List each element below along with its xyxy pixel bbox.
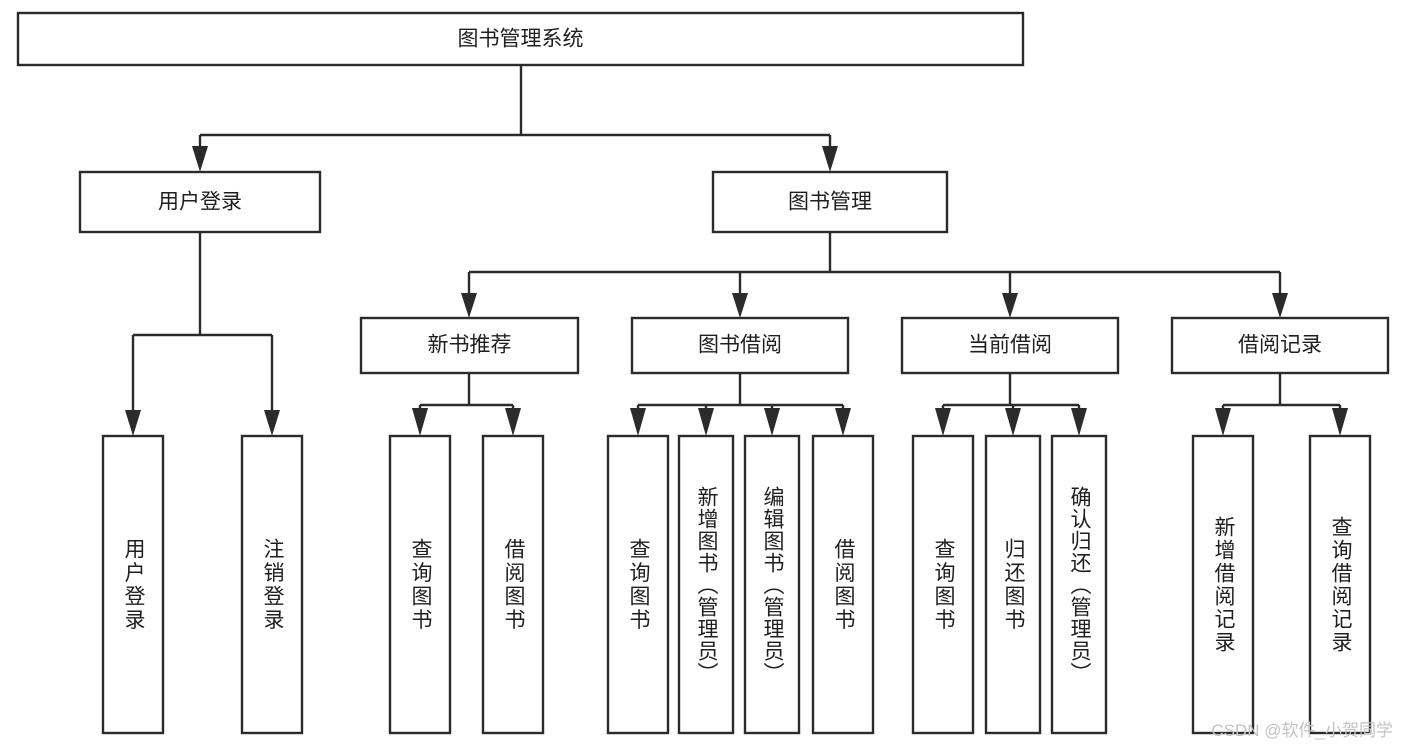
node-borrow-record-label: 借阅记录 (1238, 334, 1322, 357)
leaf-return-book-text-area: 归还图书 (1002, 537, 1025, 632)
arrow-to-leaf-user-logout (264, 410, 280, 436)
leaf-add-borrow-record[interactable]: 新增借阅记录 (1191, 434, 1255, 735)
node-book-management-label: 图书管理 (788, 191, 872, 214)
node-borrow-record-box[interactable] (1170, 316, 1390, 375)
arrow-to-leaf-query-borrow-record (1332, 408, 1348, 436)
node-new-book-recommend-box[interactable] (359, 316, 580, 375)
leaf-query-book-rec-text-area: 查询图书 (409, 537, 432, 632)
arrow-to-leaf-query-book-rec (412, 408, 428, 436)
leaf-confirm-return-box[interactable] (1050, 434, 1108, 735)
leaf-confirm-return-text-area: 确认归还（管理员） (1068, 485, 1091, 684)
leaf-query-book-borrow[interactable]: 查询图书 (606, 434, 670, 735)
node-new-book-recommend[interactable]: 新书推荐 (359, 316, 580, 375)
leaf-edit-book[interactable]: 编辑图书（管理员） (743, 434, 801, 735)
arrow-to-leaf-confirm-return (1071, 408, 1087, 436)
node-user-login-box[interactable] (78, 170, 322, 234)
leaf-confirm-return-label: 确认归还（管理员） (1068, 485, 1091, 684)
leaf-user-logout-box[interactable] (240, 434, 304, 735)
node-book-borrow-label: 图书借阅 (698, 334, 782, 357)
leaf-query-book-rec-box[interactable] (388, 434, 452, 735)
leaf-return-book-label: 归还图书 (1002, 537, 1025, 632)
connector-layer (125, 65, 1348, 436)
leaf-query-book-current[interactable]: 查询图书 (911, 434, 975, 735)
leaf-borrow-book-rec-text-area: 借阅图书 (502, 537, 525, 632)
leaf-user-login-text-area: 用户登录 (122, 537, 145, 632)
arrow-to-leaf-query-book-borrow (630, 408, 646, 436)
arrow-to-leaf-borrow-book (835, 408, 851, 436)
node-book-management[interactable]: 图书管理 (711, 170, 949, 234)
leaf-borrow-book[interactable]: 借阅图书 (811, 434, 875, 735)
leaf-user-login-label: 用户登录 (122, 537, 145, 632)
leaf-user-logout[interactable]: 注销登录 (240, 434, 304, 735)
arrow-to-new-book-recommend (461, 293, 477, 318)
leaf-borrow-book-rec[interactable]: 借阅图书 (481, 434, 545, 735)
node-root-label: 图书管理系统 (458, 28, 584, 51)
leaf-borrow-book-label: 借阅图书 (832, 537, 855, 632)
node-borrow-record[interactable]: 借阅记录 (1170, 316, 1390, 375)
arrow-to-borrow-record (1272, 293, 1288, 318)
csdn-watermark: CSDN @软件_小贺同学 (1211, 721, 1393, 740)
arrow-to-leaf-edit-book (764, 408, 780, 436)
arrow-to-current-borrow (1002, 293, 1018, 318)
arrow-to-leaf-query-book-current (935, 408, 951, 436)
arrow-to-leaf-add-borrow-record (1215, 408, 1231, 436)
leaf-return-book[interactable]: 归还图书 (984, 434, 1042, 735)
node-book-borrow-box[interactable] (630, 316, 850, 375)
node-book-management-box[interactable] (711, 170, 949, 234)
arrow-to-leaf-user-login (125, 410, 141, 436)
node-new-book-recommend-label: 新书推荐 (428, 334, 512, 357)
leaf-borrow-book-box[interactable] (811, 434, 875, 735)
leaf-query-borrow-record-box[interactable] (1308, 434, 1372, 735)
arrow-to-leaf-return-book (1005, 408, 1021, 436)
leaf-query-borrow-record[interactable]: 查询借阅记录 (1308, 434, 1372, 735)
leaf-query-book-borrow-label: 查询图书 (627, 537, 650, 632)
node-root[interactable]: 图书管理系统 (16, 11, 1025, 67)
leaf-query-book-current-text-area: 查询图书 (932, 537, 955, 632)
node-user-login-label: 用户登录 (158, 191, 242, 214)
leaf-user-login-box[interactable] (101, 434, 165, 735)
leaf-add-book-text-area: 新增图书（管理员） (695, 485, 718, 684)
leaf-add-borrow-record-box[interactable] (1191, 434, 1255, 735)
arrow-to-leaf-add-book (698, 408, 714, 436)
leaf-query-book-current-box[interactable] (911, 434, 975, 735)
leaf-edit-book-text-area: 编辑图书（管理员） (761, 485, 784, 684)
leaf-query-book-rec-label: 查询图书 (409, 537, 432, 632)
leaf-add-book[interactable]: 新增图书（管理员） (677, 434, 735, 735)
leaf-query-book-borrow-box[interactable] (606, 434, 670, 735)
arrow-to-leaf-borrow-book-rec (505, 408, 521, 436)
leaf-query-borrow-record-label: 查询借阅记录 (1329, 515, 1352, 654)
leaf-add-borrow-record-label: 新增借阅记录 (1212, 515, 1235, 654)
leaf-query-book-borrow-text-area: 查询图书 (627, 537, 650, 632)
node-user-login[interactable]: 用户登录 (78, 170, 322, 234)
node-current-borrow-label: 当前借阅 (968, 334, 1052, 357)
node-root-box[interactable] (16, 11, 1025, 67)
leaf-borrow-book-rec-box[interactable] (481, 434, 545, 735)
arrow-to-user-login (192, 146, 208, 172)
leaf-user-logout-label: 注销登录 (261, 537, 284, 632)
leaf-query-book-rec[interactable]: 查询图书 (388, 434, 452, 735)
leaf-add-borrow-record-text-area: 新增借阅记录 (1212, 515, 1235, 654)
leaf-borrow-book-text-area: 借阅图书 (832, 537, 855, 632)
leaf-edit-book-box[interactable] (743, 434, 801, 735)
node-book-borrow[interactable]: 图书借阅 (630, 316, 850, 375)
arrow-to-book-management (822, 146, 838, 172)
arrow-to-book-borrow (732, 293, 748, 318)
leaf-confirm-return[interactable]: 确认归还（管理员） (1050, 434, 1108, 735)
leaf-add-book-box[interactable] (677, 434, 735, 735)
node-current-borrow[interactable]: 当前借阅 (900, 316, 1120, 375)
leaf-query-borrow-record-text-area: 查询借阅记录 (1329, 515, 1352, 654)
node-current-borrow-box[interactable] (900, 316, 1120, 375)
leaf-query-book-current-label: 查询图书 (932, 537, 955, 632)
leaf-return-book-box[interactable] (984, 434, 1042, 735)
leaf-edit-book-label: 编辑图书（管理员） (761, 485, 784, 684)
leaf-user-login[interactable]: 用户登录 (101, 434, 165, 735)
leaf-add-book-label: 新增图书（管理员） (695, 485, 718, 684)
leaf-borrow-book-rec-label: 借阅图书 (502, 537, 525, 632)
leaf-user-logout-text-area: 注销登录 (261, 537, 284, 632)
